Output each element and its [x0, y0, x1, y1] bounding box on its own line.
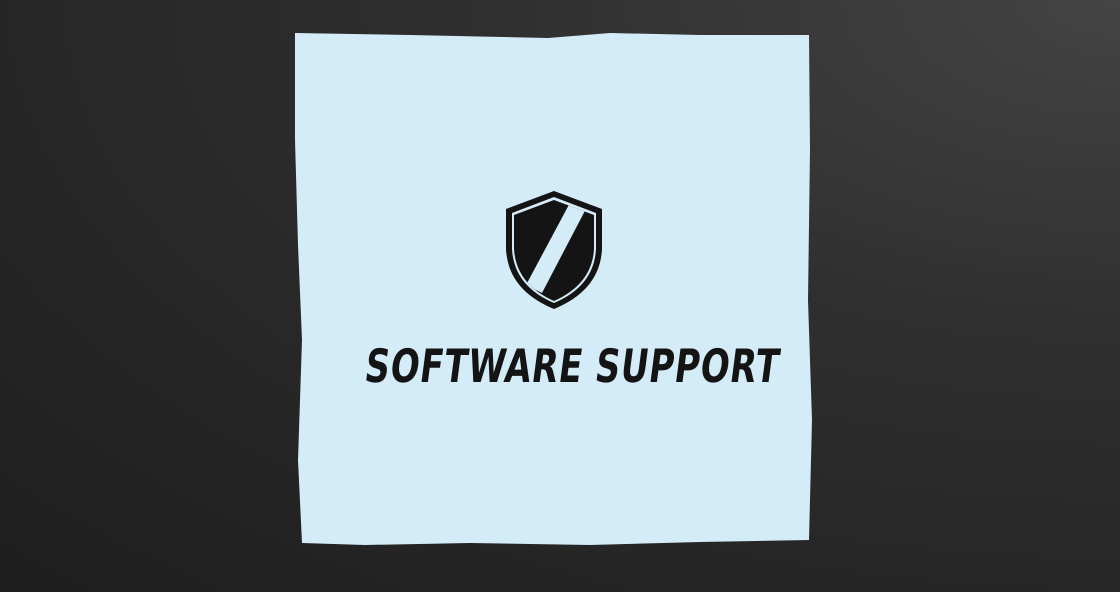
shield-icon — [506, 191, 602, 309]
logo-text: SOFTWARE SUPPORT — [361, 339, 784, 393]
